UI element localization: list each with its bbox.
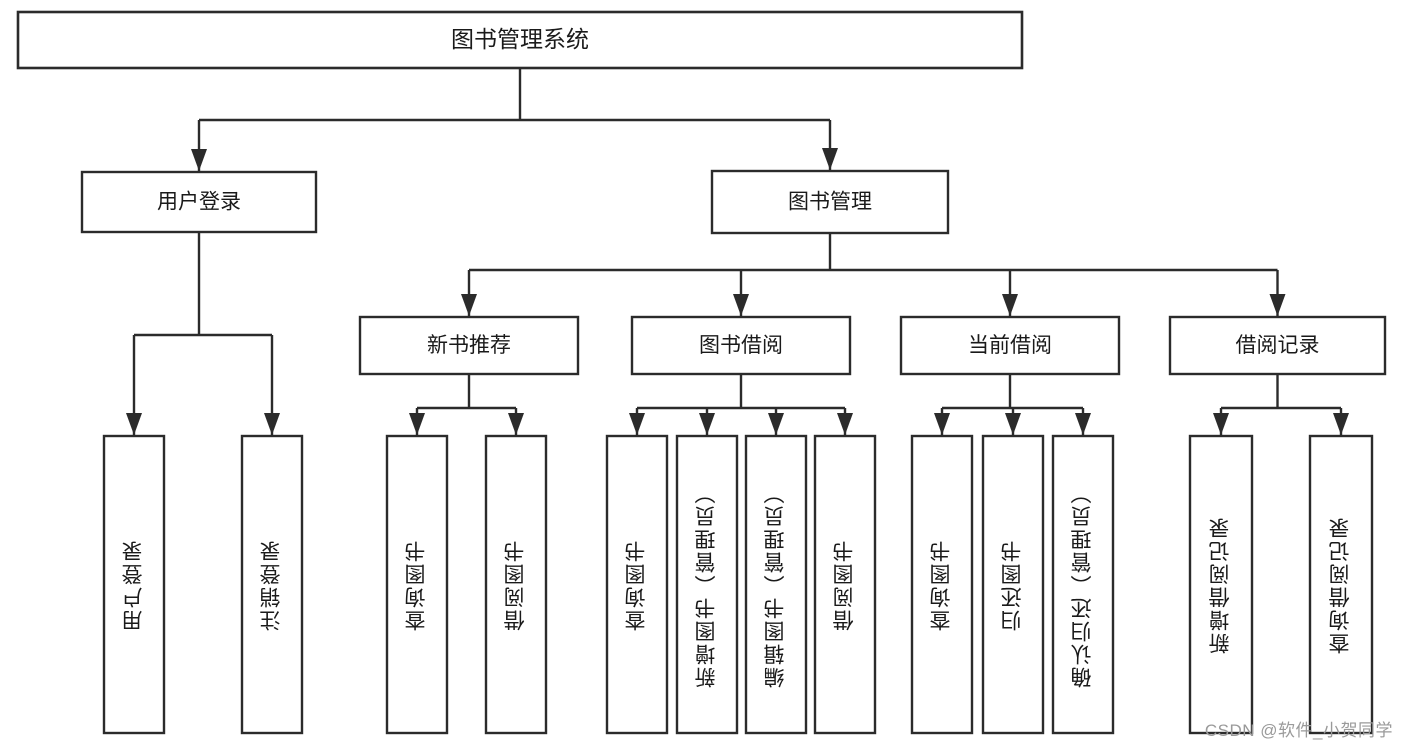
arrow-to-leaf-user-login (126, 413, 142, 435)
node-box-leaf-query-book-1[interactable] (385, 434, 449, 735)
node-label-user-login: 用户登录 (157, 191, 241, 214)
arrow-to-book-manage (822, 148, 838, 170)
node-box-leaf-query-book-2[interactable] (605, 434, 669, 735)
node-box-book-manage[interactable] (710, 169, 950, 235)
node-box-leaf-edit-book[interactable] (744, 434, 808, 735)
arrow-to-leaf-return-book (1005, 413, 1021, 435)
arrow-to-leaf-add-record (1213, 413, 1229, 435)
arrow-to-user-login (191, 149, 207, 171)
arrow-to-leaf-query-record (1333, 413, 1349, 435)
connector-layer (126, 68, 1349, 436)
arrow-to-leaf-query-book-3 (934, 413, 950, 435)
node-box-leaf-return-book[interactable] (981, 434, 1045, 735)
arrow-to-leaf-add-book (699, 413, 715, 435)
node-label-new-book-rec: 新书推荐 (427, 334, 511, 357)
csdn-watermark: CSDN @软件_小贺同学 (1204, 721, 1393, 740)
arrow-to-leaf-user-logout (264, 413, 280, 435)
node-box-leaf-borrow-book-1[interactable] (484, 434, 548, 735)
arrow-to-leaf-edit-book (768, 413, 784, 435)
node-box-current-borrow[interactable] (899, 315, 1121, 376)
arrow-to-leaf-confirm-return (1075, 413, 1091, 435)
arrow-to-book-borrow (733, 294, 749, 316)
node-box-user-login[interactable] (80, 170, 318, 234)
arrow-to-current-borrow (1002, 294, 1018, 316)
node-box-leaf-user-logout[interactable] (240, 434, 304, 735)
arrow-to-leaf-query-book-2 (629, 413, 645, 435)
node-label-current-borrow: 当前借阅 (968, 334, 1052, 357)
node-box-borrow-record[interactable] (1168, 315, 1387, 376)
node-box-book-borrow[interactable] (630, 315, 852, 376)
node-box-root[interactable] (16, 10, 1024, 70)
arrow-to-borrow-record (1269, 294, 1286, 316)
box-layer (16, 10, 1387, 735)
node-box-leaf-add-book[interactable] (675, 434, 739, 735)
node-box-leaf-query-record[interactable] (1308, 434, 1374, 735)
arrow-to-leaf-borrow-book-2 (837, 413, 853, 435)
node-label-borrow-record: 借阅记录 (1236, 334, 1320, 357)
arrow-to-new-book-rec (461, 294, 477, 316)
node-label-book-borrow: 图书借阅 (699, 334, 783, 357)
arrow-to-leaf-query-book-1 (409, 413, 425, 435)
node-box-leaf-borrow-book-2[interactable] (813, 434, 877, 735)
node-box-leaf-add-record[interactable] (1188, 434, 1254, 735)
arrow-to-leaf-borrow-book-1 (508, 413, 524, 435)
node-box-leaf-confirm-return[interactable] (1051, 434, 1115, 735)
node-label-book-manage: 图书管理 (788, 191, 872, 214)
node-box-new-book-rec[interactable] (358, 315, 580, 376)
node-label-root: 图书管理系统 (451, 26, 589, 52)
node-box-leaf-user-login[interactable] (102, 434, 166, 735)
node-box-leaf-query-book-3[interactable] (910, 434, 974, 735)
